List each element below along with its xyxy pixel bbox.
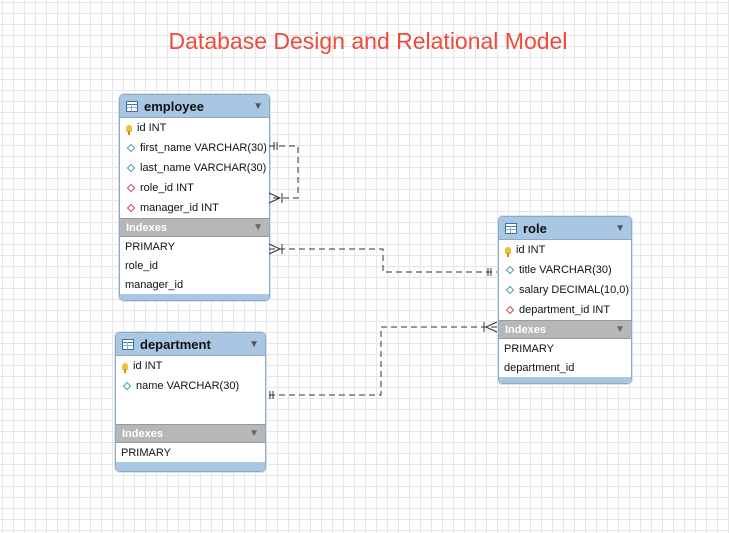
crows-foot [268,243,282,255]
column-label: department_id INT [519,304,611,316]
column-row[interactable]: salary DECIMAL(10,0) [499,280,631,300]
relationship-employee-manager[interactable] [268,142,299,204]
column-label: role_id INT [140,182,194,194]
indexes-label: Indexes [122,427,163,440]
table-name: department [140,336,211,352]
table-department[interactable]: department ▼ id INT name VARCHAR(30) Ind… [115,332,266,472]
table-header[interactable]: role ▼ [499,217,631,240]
column-label: id INT [516,244,546,256]
column-label: last_name VARCHAR(30) [140,162,267,174]
indexes-label: Indexes [505,323,546,336]
column-row[interactable]: title VARCHAR(30) [499,260,631,280]
table-name: role [523,220,547,236]
column-label: id INT [137,122,167,134]
table-icon [505,222,517,234]
table-name: employee [144,98,204,114]
column-row[interactable]: name VARCHAR(30) [116,376,265,396]
primary-key-icon [505,246,511,257]
column-row[interactable]: id INT [116,356,265,376]
column-row[interactable]: last_name VARCHAR(30) [120,158,269,178]
column-label: title VARCHAR(30) [519,264,612,276]
primary-key-icon [126,124,132,135]
column-row[interactable]: id INT [499,240,631,260]
indexes-header[interactable]: Indexes ▼ [499,320,631,339]
collapse-arrow-icon[interactable]: ▼ [615,324,625,335]
indexes-header[interactable]: Indexes ▼ [120,218,269,237]
indexes-label: Indexes [126,221,167,234]
column-row[interactable]: department_id INT [499,300,631,320]
table-header[interactable]: department ▼ [116,333,265,356]
table-icon [122,338,134,350]
index-row[interactable]: role_id [125,259,159,272]
column-label: id INT [133,360,163,372]
index-row[interactable]: PRIMARY [121,446,171,459]
relationship-role-department[interactable] [265,321,498,399]
table-employee[interactable]: employee ▼ id INT first_name VARCHAR(30)… [119,94,270,301]
primary-key-icon [122,362,128,373]
collapse-arrow-icon[interactable]: ▼ [253,100,263,112]
table-role[interactable]: role ▼ id INT title VARCHAR(30) salary D… [498,216,632,384]
column-label: manager_id INT [140,202,219,214]
diagram-title: Database Design and Relational Model [168,28,568,54]
column-row[interactable]: id INT [120,118,269,138]
column-label: salary DECIMAL(10,0) [519,284,630,296]
crows-foot [268,192,282,204]
column-row[interactable]: first_name VARCHAR(30) [120,138,269,158]
collapse-arrow-icon[interactable]: ▼ [249,428,259,439]
table-footer [499,377,631,383]
crows-foot [484,321,498,333]
indexes-header[interactable]: Indexes ▼ [116,424,265,443]
index-row[interactable]: manager_id [125,278,184,291]
collapse-arrow-icon[interactable]: ▼ [253,222,263,233]
table-footer [120,294,269,300]
index-row[interactable]: PRIMARY [125,240,175,253]
table-icon [126,100,138,112]
index-row[interactable]: department_id [504,361,575,374]
index-row[interactable]: PRIMARY [504,342,554,355]
column-row[interactable]: manager_id INT [120,198,269,218]
column-row[interactable]: role_id INT [120,178,269,198]
relationship-employee-role[interactable] [268,243,497,276]
table-footer [116,462,265,471]
column-label: name VARCHAR(30) [136,380,240,392]
table-header[interactable]: employee ▼ [120,95,269,118]
collapse-arrow-icon[interactable]: ▼ [615,222,625,234]
collapse-arrow-icon[interactable]: ▼ [249,338,259,350]
column-label: first_name VARCHAR(30) [140,142,267,154]
